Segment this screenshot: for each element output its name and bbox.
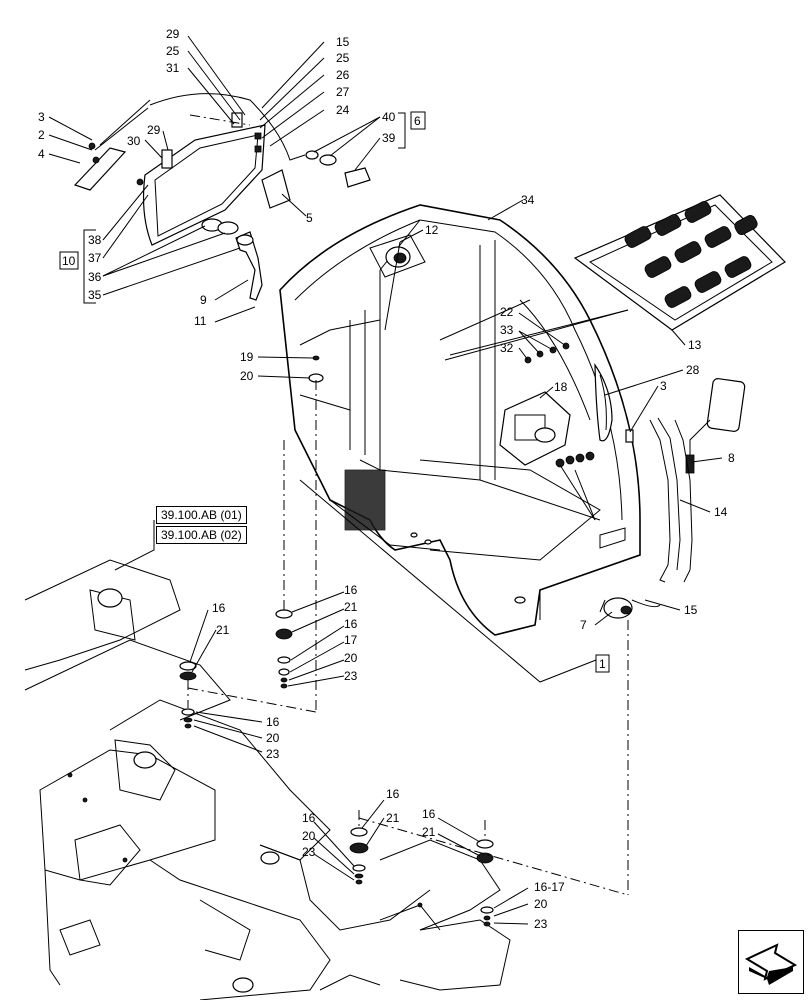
label-32: 32 — [500, 341, 514, 355]
mount-stack-bottom-center — [349, 827, 369, 885]
label-23-b: 23 — [344, 669, 358, 683]
roof-panel — [573, 194, 786, 331]
label-16-g: 16 — [422, 807, 436, 821]
mount-small-22-33-32 — [524, 342, 570, 364]
label-16-f: 16 — [302, 811, 316, 825]
chassis-frame — [24, 559, 511, 1000]
label-13: 13 — [688, 338, 702, 352]
label-8: 8 — [728, 451, 735, 465]
label-22: 22 — [500, 305, 514, 319]
label-11: 11 — [194, 314, 207, 328]
mount-small-19-20 — [308, 355, 324, 383]
label-35: 35 — [88, 288, 102, 302]
label-39: 39 — [382, 131, 396, 145]
label-12: 12 — [425, 223, 439, 237]
label-23-c: 23 — [302, 845, 316, 859]
label-15: 15 — [336, 35, 350, 49]
label-40: 40 — [382, 110, 396, 124]
label-20-d: 20 — [302, 829, 316, 843]
label-18: 18 — [554, 380, 568, 394]
next-page-button[interactable] — [738, 930, 804, 994]
label-25: 25 — [166, 44, 180, 58]
label-9: 9 — [200, 293, 207, 307]
label-3-b: 3 — [660, 379, 667, 393]
mount-stack-center — [275, 609, 293, 689]
label-30: 30 — [127, 134, 141, 148]
connector-part-12 — [369, 234, 426, 278]
label-36: 36 — [88, 270, 102, 284]
label-27: 27 — [336, 85, 350, 99]
part-labels: 29 25 31 3 2 4 29 30 15 25 26 27 24 40 3… — [38, 27, 735, 931]
label-37: 37 — [88, 251, 102, 265]
label-16-a: 16 — [212, 601, 226, 615]
label-31: 31 — [166, 61, 180, 75]
label-20: 20 — [240, 369, 254, 383]
label-10: 10 — [62, 254, 76, 268]
mount-stack-left — [179, 661, 197, 729]
label-16-17: 16-17 — [534, 880, 565, 894]
next-page-arrow-icon — [744, 943, 798, 985]
reference-link-39-100-ab-01[interactable]: 39.100.AB (01) — [156, 506, 247, 524]
label-21-a: 21 — [216, 623, 230, 637]
label-25-b: 25 — [336, 51, 350, 65]
door-window-assembly — [73, 93, 371, 301]
label-16-c: 16 — [344, 583, 358, 597]
label-38: 38 — [88, 233, 102, 247]
label-33: 33 — [500, 323, 514, 337]
label-23-a: 23 — [266, 747, 280, 761]
heater-unit-18 — [499, 391, 595, 468]
mount-stack-bottom-right — [476, 839, 494, 927]
label-5: 5 — [306, 211, 313, 225]
label-16-b: 16 — [266, 715, 280, 729]
label-29: 29 — [166, 27, 180, 41]
label-21-b: 21 — [344, 600, 358, 614]
label-6: 6 — [414, 114, 421, 128]
label-1: 1 — [599, 657, 606, 671]
wiper-motor-7 — [599, 597, 661, 619]
label-24: 24 — [336, 103, 350, 117]
label-4: 4 — [38, 147, 45, 161]
label-20-c: 20 — [344, 651, 358, 665]
leader-lines — [48, 35, 723, 925]
label-16-e: 16 — [386, 787, 400, 801]
label-3: 3 — [38, 110, 45, 124]
cab-body — [279, 204, 641, 636]
label-15-b: 15 — [684, 603, 698, 617]
label-28: 28 — [686, 363, 700, 377]
label-21-d: 21 — [422, 825, 436, 839]
label-23-d: 23 — [534, 917, 548, 931]
label-20-b: 20 — [266, 731, 280, 745]
mirror-part-8 — [685, 378, 746, 474]
reference-link-39-100-ab-02[interactable]: 39.100.AB (02) — [156, 526, 247, 544]
label-17: 17 — [344, 633, 358, 647]
label-26: 26 — [336, 68, 350, 82]
label-20-e: 20 — [534, 897, 548, 911]
label-14: 14 — [714, 505, 728, 519]
side-rails-14 — [625, 417, 693, 583]
label-16-d: 16 — [344, 617, 358, 631]
label-7: 7 — [580, 618, 587, 632]
label-21-c: 21 — [386, 811, 400, 825]
label-29-b: 29 — [147, 123, 161, 137]
label-19: 19 — [240, 350, 254, 364]
label-34: 34 — [521, 193, 535, 207]
label-2: 2 — [38, 128, 45, 142]
center-lines — [187, 114, 629, 896]
